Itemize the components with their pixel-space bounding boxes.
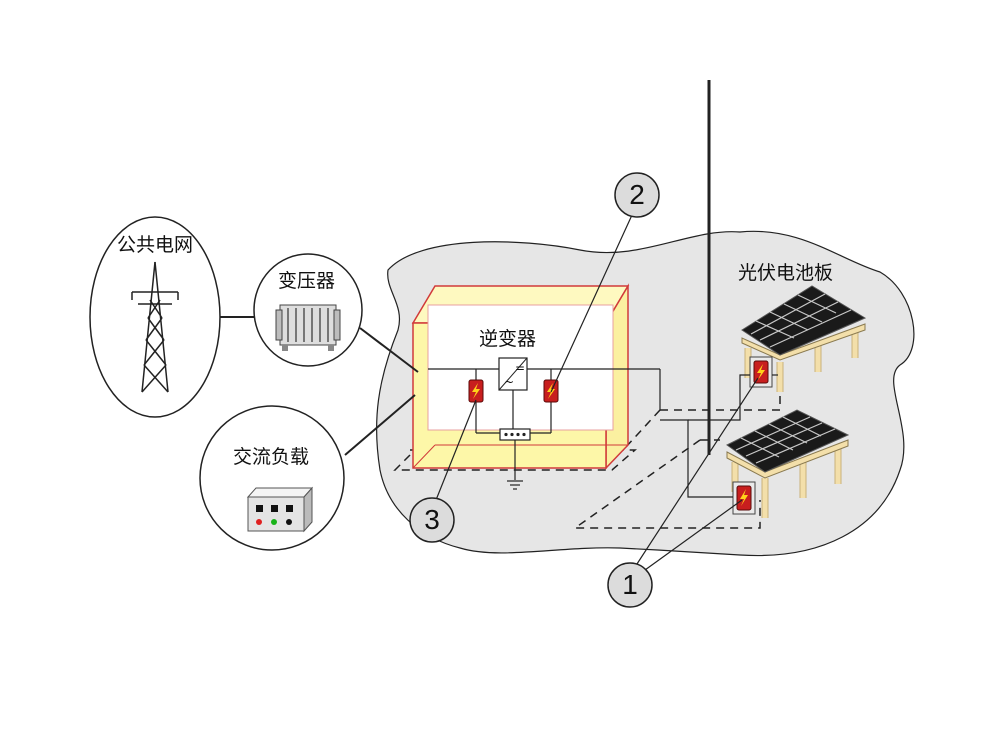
inverter-ac-symbol: ~ [504, 375, 514, 389]
ac-load-label: 交流负载 [233, 446, 310, 468]
inverter-dc-symbol: = [515, 361, 525, 375]
transformer-icon [275, 304, 341, 351]
inverter-label: 逆变器 [479, 328, 537, 350]
callout-leaders [435, 214, 759, 571]
callout-3-circle [409, 497, 455, 543]
grid-label: 公共电网 [117, 234, 194, 256]
inverter-wiring [428, 368, 661, 490]
callout-1-number: 1 [622, 569, 638, 600]
control-cabinet-icon [246, 486, 314, 533]
pv-panels-label: 光伏电池板 [738, 262, 834, 284]
load-enclosure-link [344, 394, 416, 456]
grid-circle [89, 216, 221, 418]
pv-array-upper [741, 285, 867, 392]
callout-3-number: 3 [424, 504, 440, 535]
callout-1-circle [607, 562, 653, 608]
transformer-enclosure-link [359, 327, 419, 373]
callout-2-circle [614, 172, 660, 218]
transformer-label: 变压器 [278, 270, 336, 292]
spd-ac-side [468, 379, 484, 403]
ground-busbar [499, 428, 531, 441]
pv-dc-cabling [660, 374, 778, 498]
pv-combiner-lower [732, 481, 756, 515]
inverter-symbol [498, 357, 528, 391]
inverter-enclosure [411, 283, 630, 470]
transmission-tower-icon [131, 261, 179, 393]
pv-array-lower [726, 409, 850, 518]
pv-combiner-upper [749, 356, 773, 388]
callout-2-number: 2 [629, 179, 645, 210]
